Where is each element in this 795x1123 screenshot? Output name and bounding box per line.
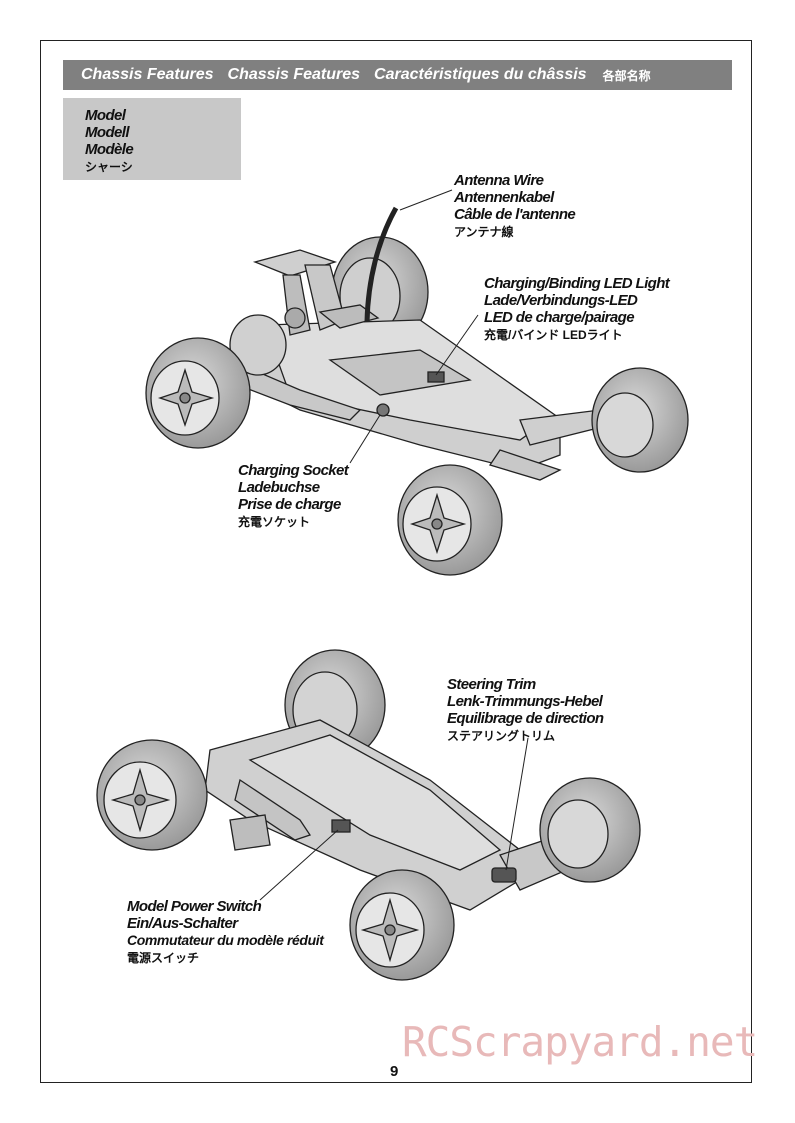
header-title-fr: Caractéristiques du châssis [374, 66, 587, 83]
model-label-de: Modell [85, 124, 130, 141]
socket-label-de: Ladebuchse [238, 479, 320, 496]
switch-label-en: Model Power Switch [127, 898, 262, 915]
top-car-illustration [145, 206, 689, 576]
top-leader-lines [349, 189, 479, 464]
antenna-label-en: Antenna Wire [454, 172, 544, 189]
trim-label-de: Lenk-Trimmungs-Hebel [447, 693, 603, 710]
socket-label-en: Charging Socket [238, 462, 349, 479]
section-header: Chassis Features Chassis Features Caract… [63, 60, 732, 90]
model-label-jp: シャーシ [85, 160, 133, 174]
switch-label-fr: Commutateur du modèle réduit [127, 932, 324, 948]
switch-label-jp: 電源スイッチ [127, 951, 200, 965]
callout-led-light: Charging/Binding LED Light Lade/Verbindu… [484, 275, 670, 344]
model-label-en: Model [85, 107, 126, 124]
callout-steering-trim: Steering Trim Lenk-Trimmungs-Hebel Equil… [447, 676, 604, 745]
antenna-label-jp: アンテナ線 [454, 225, 514, 239]
led-label-de: Lade/Verbindungs-LED [484, 292, 638, 309]
model-label-fr: Modèle [85, 141, 134, 158]
trim-label-jp: ステアリングトリム [447, 729, 556, 743]
model-label-box: Model Modell Modèle シャーシ [63, 98, 241, 180]
page-number: 9 [390, 1063, 399, 1080]
header-title-jp: 各部名称 [602, 68, 651, 83]
trim-label-en: Steering Trim [447, 676, 536, 693]
callout-antenna-wire: Antenna Wire Antennenkabel Câble de l'an… [454, 172, 576, 241]
trim-label-fr: Equilibrage de direction [447, 710, 604, 727]
switch-label-de: Ein/Aus-Schalter [127, 915, 238, 932]
header-title-de: Chassis Features [227, 66, 361, 83]
bottom-car-illustration [96, 649, 641, 981]
callout-power-switch: Model Power Switch Ein/Aus-Schalter Comm… [127, 898, 324, 967]
watermark-text: RCScrapyard.net [402, 1018, 758, 1066]
antenna-label-fr: Câble de l'antenne [454, 206, 576, 223]
led-label-jp: 充電/バインド LEDライト [484, 328, 623, 342]
bottom-leader-lines [259, 737, 529, 901]
socket-label-fr: Prise de charge [238, 496, 341, 513]
page-border [40, 40, 752, 1083]
led-label-en: Charging/Binding LED Light [484, 275, 670, 292]
led-label-fr: LED de charge/pairage [484, 309, 635, 326]
socket-label-jp: 充電ソケット [238, 515, 311, 529]
antenna-label-de: Antennenkabel [454, 189, 554, 206]
callout-charging-socket: Charging Socket Ladebuchse Prise de char… [238, 462, 349, 531]
header-title-en: Chassis Features [81, 66, 214, 83]
